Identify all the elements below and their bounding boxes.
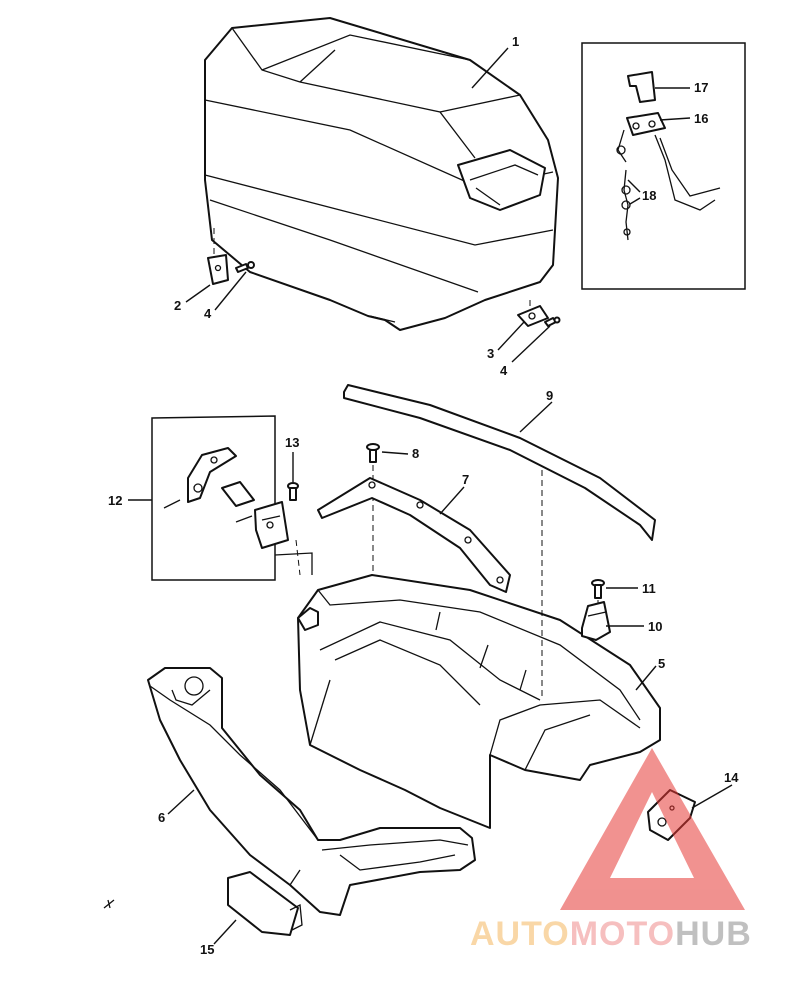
callout-11: 11 — [642, 581, 656, 596]
watermark-auto: AUTO — [470, 915, 570, 953]
watermark-text: AUTOMOTOHUB — [470, 915, 752, 953]
callout-3: 3 — [487, 346, 494, 361]
callout-9: 9 — [546, 388, 553, 403]
callout-15: 15 — [200, 942, 214, 957]
callout-4b: 4 — [500, 363, 508, 378]
latch-bracket-left — [207, 228, 255, 285]
callout-1: 1 — [512, 34, 519, 49]
inset-box-switch — [581, 42, 746, 290]
callout-8: 8 — [412, 446, 419, 461]
watermark-hub: HUB — [675, 915, 752, 953]
callout-6: 6 — [158, 810, 165, 825]
watermark-triangle — [560, 748, 745, 910]
brace-7 — [317, 477, 511, 593]
callout-5: 5 — [658, 656, 665, 671]
callout-13: 13 — [285, 435, 299, 450]
callout-leaders — [128, 47, 733, 945]
plug-15 — [227, 871, 303, 936]
bottom-cowl-rear — [297, 470, 661, 829]
inset-box-latch — [151, 415, 313, 581]
callout-10: 10 — [648, 619, 662, 634]
callout-12: 12 — [108, 493, 122, 508]
callout-4a: 4 — [204, 306, 212, 321]
seal-strip — [343, 384, 656, 541]
top-cowl — [204, 17, 559, 331]
watermark: AUTOMOTOHUB — [470, 748, 752, 953]
callout-17: 17 — [694, 80, 708, 95]
callout-16: 16 — [694, 111, 708, 126]
screw-13 — [287, 482, 299, 501]
latch-bracket-right — [517, 300, 561, 327]
callout-7: 7 — [462, 472, 469, 487]
watermark-moto: MOTO — [570, 915, 675, 953]
callout-2: 2 — [174, 298, 181, 313]
callout-18: 18 — [642, 188, 656, 203]
callout-labels: 1 2 4 3 4 9 8 7 12 13 11 10 5 6 14 15 16… — [108, 34, 739, 957]
bottom-cowl-front — [147, 667, 476, 916]
scan-mark — [103, 899, 115, 909]
screw-8 — [366, 443, 380, 580]
callout-14: 14 — [724, 770, 739, 785]
latch-10-11 — [581, 579, 611, 641]
